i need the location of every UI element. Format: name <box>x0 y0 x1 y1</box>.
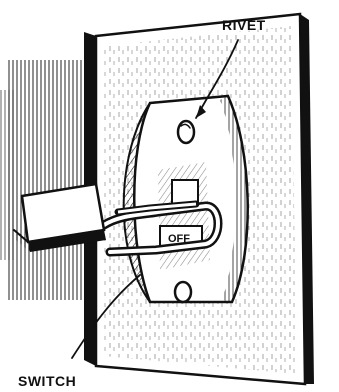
rivet-bottom <box>175 282 191 302</box>
switch-label: SWITCH <box>18 373 76 389</box>
wall-shading <box>0 60 84 300</box>
padlock-body <box>14 184 106 252</box>
rivet-label: RIVET <box>222 17 266 33</box>
rivet-top <box>178 121 194 143</box>
